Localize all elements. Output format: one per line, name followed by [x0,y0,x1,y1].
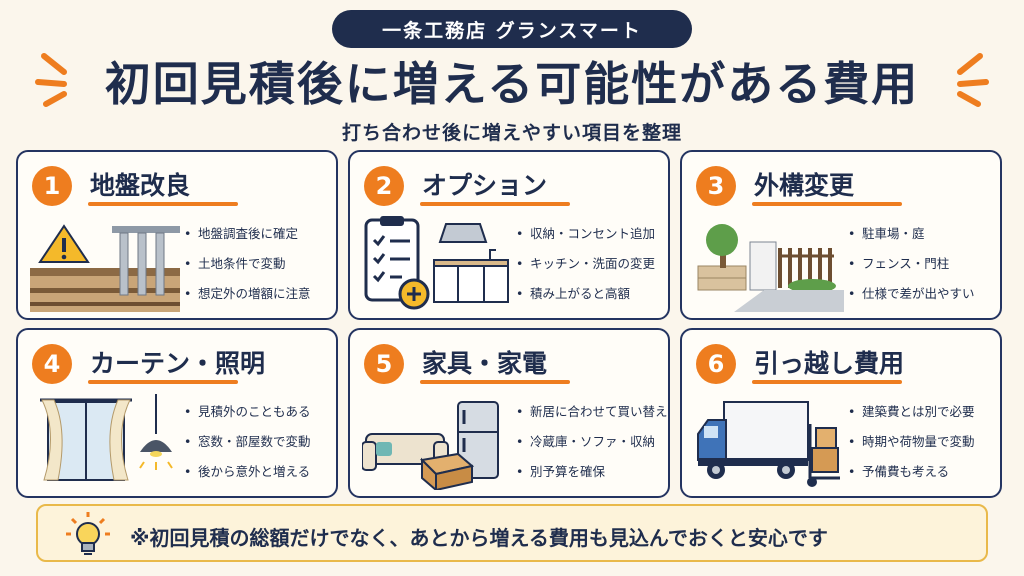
card-number-badge: 3 [696,166,736,206]
page-subtitle: 打ち合わせ後に増えやすい項目を整理 [341,122,682,144]
footer-text: ※初回見積の総額だけでなく、あとから増える費用も見込んでおくと安心です [130,526,828,550]
page-title: 初回見積後に増える可能性がある費用 [104,57,920,111]
ground-pile-icon [30,224,180,312]
list-item: 時期や荷物量で変動 [848,434,1000,464]
card-number-badge: 4 [32,344,72,384]
card-number-badge: 5 [364,344,404,384]
bullet-list: 収納・コンセント追加 キッチン・洗面の変更 積み上がると高額 [516,226,668,316]
moving-truck-icon [697,401,840,487]
card-title: カーテン・照明 [90,349,266,378]
list-item: フェンス・門柱 [848,256,1000,286]
emphasis-burst-right-icon [957,53,989,107]
curtain-lamp-icon [40,394,173,481]
title-underline [420,380,570,384]
card-title: 引っ越し費用 [754,349,905,378]
list-item: 地盤調査後に確定 [184,226,336,256]
bullet-list: 新居に合わせて買い替え 冷蔵庫・ソファ・収納 別予算を確保 [516,404,668,494]
emphasis-burst-left-icon [35,53,67,107]
cost-card-ground-improvement: 1 地盤改良 地盤調査後に確定 土地条件で変動 想定外の増額に注意 [16,150,338,320]
card-title: オプション [422,171,548,200]
list-item: 見積外のこともある [184,404,336,434]
list-item: 仕様で差が出やすい [848,286,1000,316]
bullet-list: 見積外のこともある 窓数・部屋数で変動 後から意外と増える [184,404,336,494]
list-item: キッチン・洗面の変更 [516,256,668,286]
bullet-list: 駐車場・庭 フェンス・門柱 仕様で差が出やすい [848,226,1000,316]
list-item: 新居に合わせて買い替え [516,404,668,434]
list-item: 収納・コンセント追加 [516,226,668,256]
card-number-badge: 2 [364,166,404,206]
list-item: 土地条件で変動 [184,256,336,286]
exterior-fence-icon [697,224,844,312]
lightbulb-icon [66,512,110,555]
sofa-fridge-icon [362,401,499,490]
card-number-badge: 6 [696,344,736,384]
list-item: 想定外の増額に注意 [184,286,336,316]
title-underline [752,202,902,206]
title-underline [752,380,902,384]
bullet-list: 地盤調査後に確定 土地条件で変動 想定外の増額に注意 [184,226,336,316]
title-underline [420,202,570,206]
title-underline [88,380,238,384]
list-item: 建築費とは別で必要 [848,404,1000,434]
card-title: 地盤改良 [90,171,191,200]
cost-card-moving: 6 引っ越し費用 建築費とは別で必要 時期や荷物量で変動 予備費も考える [680,328,1002,498]
list-item: 後から意外と増える [184,464,336,494]
cost-card-exterior: 3 外構変更 駐車場・庭 フェンス・門柱 仕様で差が出やすい [680,150,1002,320]
bullet-list: 建築費とは別で必要 時期や荷物量で変動 予備費も考える [848,404,1000,494]
cost-card-furniture-appliances: 5 家具・家電 新居に合わせて買い替え 冷蔵庫・ソファ・収納 別予算を確保 [348,328,670,498]
list-item: 冷蔵庫・ソファ・収納 [516,434,668,464]
cost-card-curtain-lighting: 4 カーテン・照明 見積外のこともある 窓数・部屋数で変動 後から意外と増える [16,328,338,498]
brand-pill: 一条工務店 グランスマート [332,10,692,48]
card-number-badge: 1 [32,166,72,206]
kitchen-checklist-icon [364,216,509,310]
card-title: 家具・家電 [422,349,548,378]
card-title: 外構変更 [754,171,855,200]
title-underline [88,202,238,206]
list-item: 別予算を確保 [516,464,668,494]
footer-note: ※初回見積の総額だけでなく、あとから増える費用も見込んでおくと安心です [36,504,988,562]
list-item: 予備費も考える [848,464,1000,494]
list-item: 窓数・部屋数で変動 [184,434,336,464]
cost-card-options: 2 オプション 収納・コンセント追加 キッチン・洗面の変更 積み上がると高額 [348,150,670,320]
list-item: 駐車場・庭 [848,226,1000,256]
list-item: 積み上がると高額 [516,286,668,316]
